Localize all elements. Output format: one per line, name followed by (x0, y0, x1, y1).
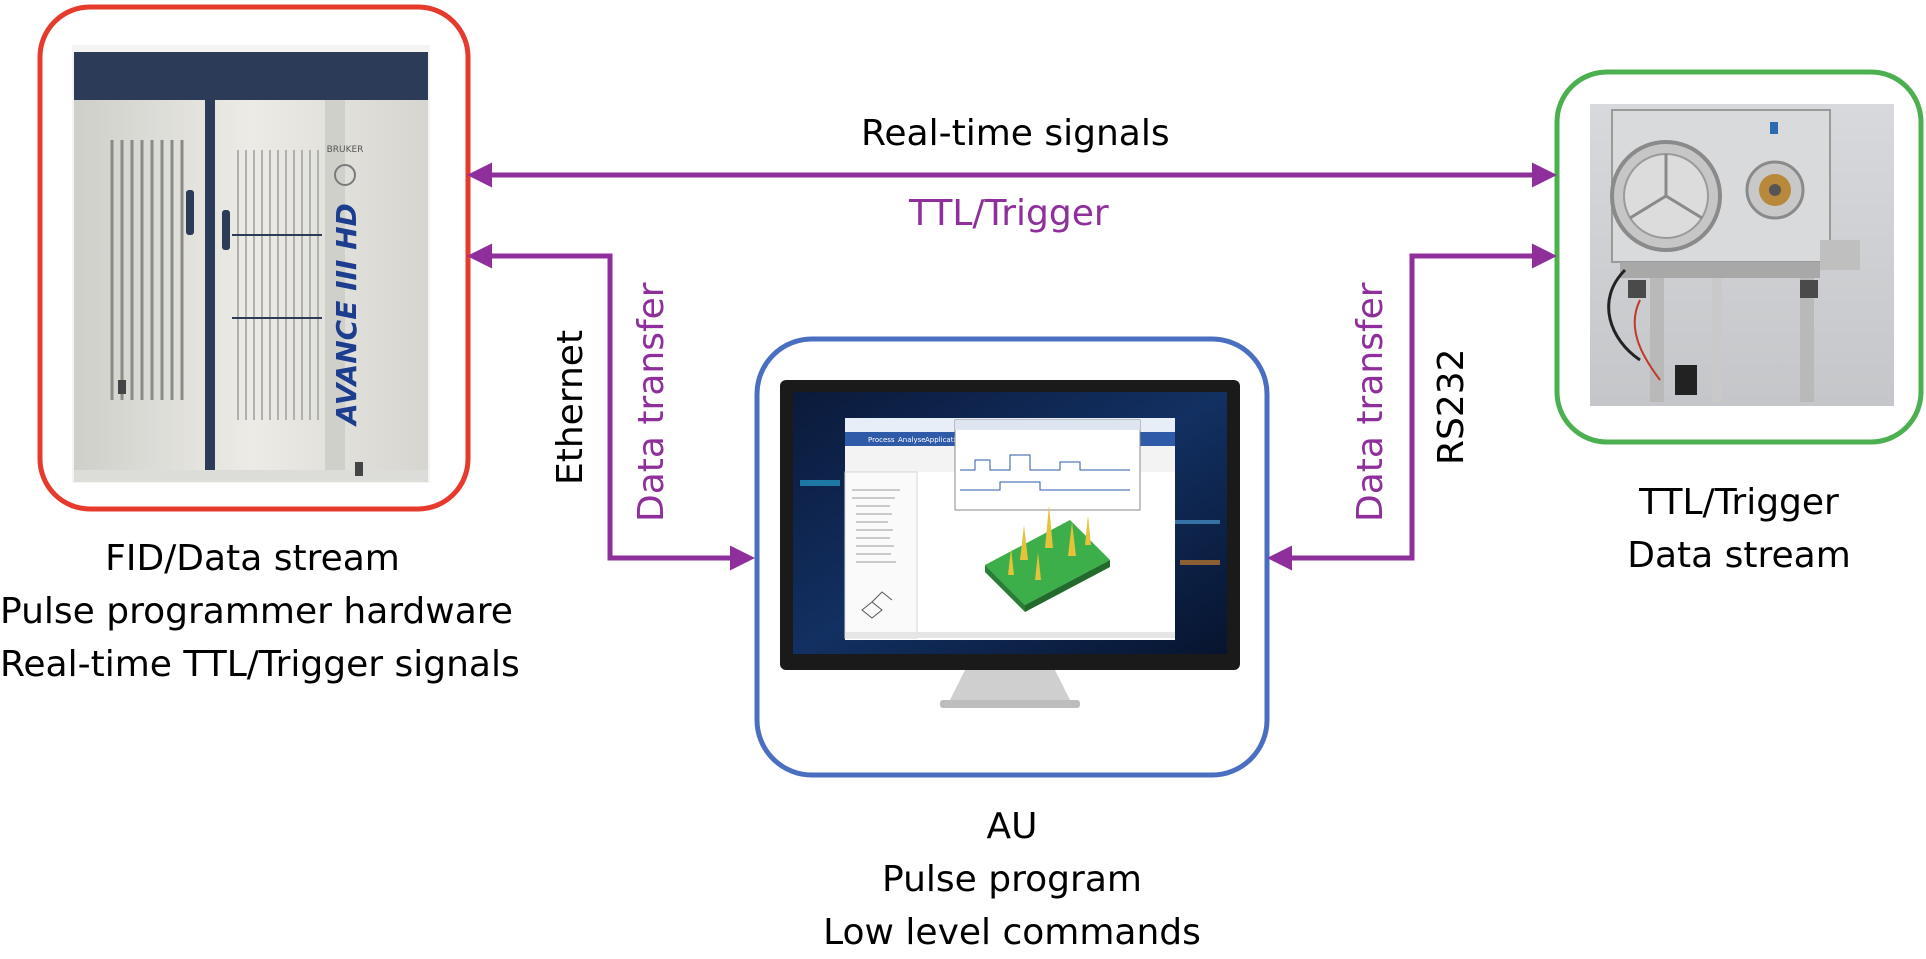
console-brand: BRUKER (327, 145, 364, 155)
console-caption-line-1: FID/Data stream (105, 538, 400, 579)
ethernet-label: Ethernet (550, 329, 591, 485)
spectrometer-console: BRUKER AVANCE III HD (37, 4, 471, 512)
arrow-rs232-data-transfer (1267, 243, 1557, 571)
app-tab-applications: Applications (925, 436, 968, 444)
computer-caption: AU Pulse program Low level commands (762, 800, 1262, 959)
computer-caption-line-3: Low level commands (823, 912, 1201, 953)
right-data-transfer-label: Data transfer (1350, 282, 1391, 522)
hardware-caption-line-1: TTL/Trigger (1639, 482, 1839, 523)
console-caption-line-2: Pulse programmer hardware (0, 591, 513, 632)
hardware-caption: TTL/Trigger Data stream (1589, 476, 1889, 582)
computer-caption-line-1: AU (986, 806, 1038, 847)
ttl-trigger-label: TTL/Trigger (909, 193, 1109, 234)
hardware-image (1590, 104, 1894, 406)
control-computer: Process Analyse Applications (754, 336, 1270, 778)
computer-caption-line-2: Pulse program (882, 859, 1142, 900)
connections (467, 162, 1557, 571)
realtime-signals-label: Real-time signals (861, 113, 1170, 154)
left-data-transfer-label: Data transfer (631, 282, 672, 522)
console-caption-line-3: Real-time TTL/Trigger signals (0, 644, 520, 685)
console-model-label: AVANCE III HD (330, 203, 363, 427)
hardware-caption-line-2: Data stream (1627, 535, 1851, 576)
rs232-label: RS232 (1431, 348, 1472, 465)
console-caption: FID/Data stream Pulse programmer hardwar… (0, 532, 520, 691)
motion-hardware (1554, 69, 1924, 445)
app-tab-analyse: Analyse (898, 436, 926, 444)
console-cabinet-image: BRUKER AVANCE III HD (72, 45, 430, 483)
arrow-ethernet-data-transfer (467, 243, 755, 571)
monitor-image: Process Analyse Applications (780, 380, 1240, 708)
app-tab-process: Process (868, 436, 895, 444)
